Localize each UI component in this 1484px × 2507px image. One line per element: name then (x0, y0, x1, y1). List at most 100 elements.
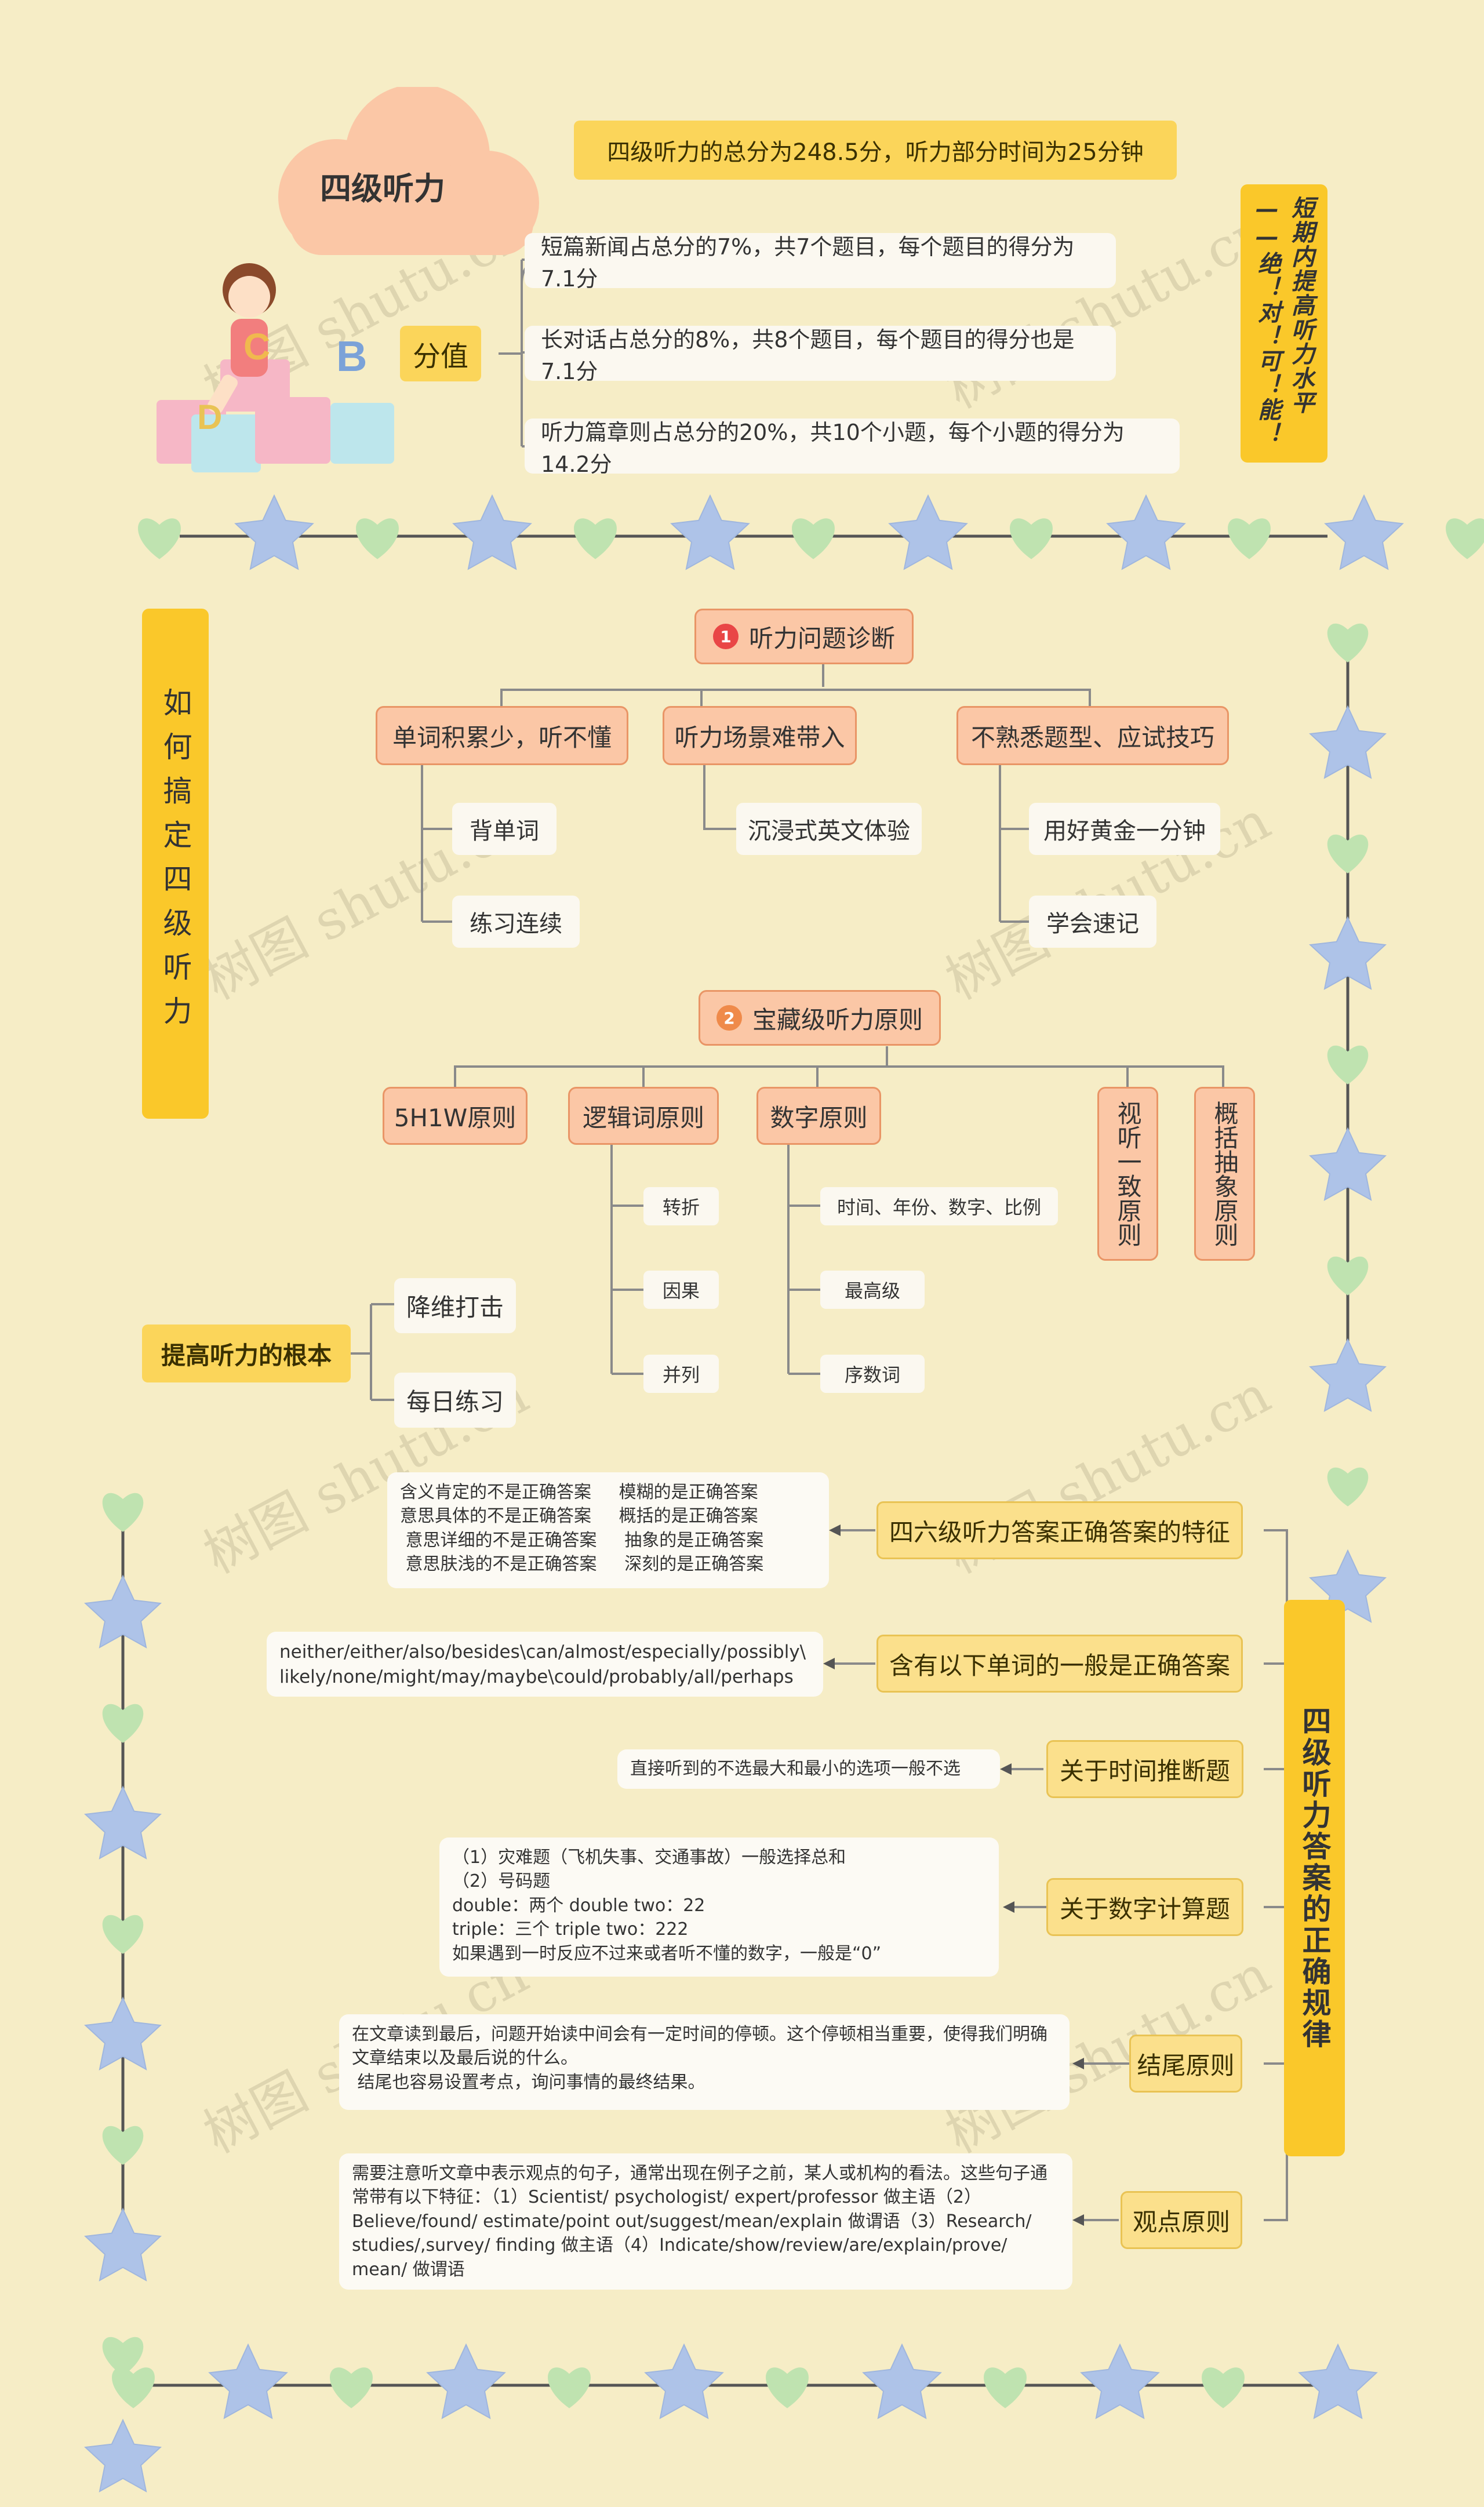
rule-label: 关于数字计算题 (1046, 1878, 1243, 1936)
score-item: 短篇新闻占总分的7%，共7个题目，每个题目的得分为7.1分 (525, 233, 1116, 292)
principle-branch-vertical: 概括抽象原则 (1194, 1087, 1255, 1261)
principle-branch: 5H1W原则 (383, 1087, 528, 1145)
principle-leaf: 因果 (643, 1271, 719, 1309)
heart-icon (574, 518, 617, 559)
rule-note: 直接听到的不选最大和最小的选项一般不选 (617, 1749, 1000, 1789)
star-icon (1309, 916, 1387, 990)
rule-label: 观点原则 (1121, 2191, 1242, 2249)
total-score-note: 四级听力的总分为248.5分，听力部分时间为25分钟 (574, 121, 1177, 180)
fundamental-leaf: 每日练习 (394, 1373, 516, 1428)
star-icon (1298, 2343, 1378, 2419)
principle-branch-vertical: 视听一致原则 (1097, 1087, 1158, 1261)
star-icon (888, 494, 968, 570)
rule-note: neither/either/also/besides\can/almost/e… (267, 1632, 823, 1697)
diag-branch: 单词积累少，听不懂 (376, 706, 628, 765)
star-icon (84, 2207, 162, 2282)
star-icon (452, 494, 532, 570)
score-item: 长对话占总分的8%，共8个题目，每个题目的得分也是7.1分 (525, 326, 1116, 384)
answers-side-label: 四级听力答案的正确规律 (1284, 1600, 1345, 2156)
diag-leaf: 练习连续 (452, 896, 580, 948)
principle-branch-label: 概括抽象原则 (1210, 1101, 1239, 1247)
rule-note: （1）灾难题（飞机失事、交通事故）一般选择总和 （2）号码题 double：两个… (439, 1838, 999, 1977)
star-icon (1309, 1127, 1387, 1201)
heart-icon (1327, 623, 1369, 663)
principle-leaf: 转折 (643, 1187, 719, 1225)
principle-leaf: 最高级 (820, 1271, 925, 1309)
diag-branch: 不熟悉题型、应试技巧 (956, 706, 1229, 765)
rule-label: 结尾原则 (1129, 2035, 1242, 2093)
heart-icon (1327, 834, 1369, 874)
star-icon (670, 494, 750, 570)
principle-branch: 数字原则 (756, 1087, 881, 1145)
star-icon (208, 2343, 288, 2419)
principle-leaf: 时间、年份、数字、比例 (820, 1187, 1058, 1225)
star-icon (84, 1785, 162, 1860)
heart-icon (102, 2337, 144, 2376)
star-icon (84, 2418, 162, 2493)
star-icon (644, 2343, 724, 2419)
section-side-text: 如何搞定四级听力 (158, 687, 192, 1040)
heart-icon (330, 2367, 373, 2408)
diag-leaf: 沉浸式英文体验 (736, 803, 922, 855)
slogan-box: 短期内提高听力水平——绝！对！可！能！ (1241, 184, 1327, 463)
principle-leaf: 序数词 (820, 1355, 925, 1393)
girl-with-blocks-icon: C B D (157, 263, 394, 472)
heart-icon (112, 2367, 155, 2408)
star-icon (1324, 494, 1404, 570)
page-title: 四级听力 (320, 170, 445, 207)
fundamental-leaf: 降维打击 (394, 1278, 516, 1333)
heart-icon (1446, 518, 1484, 559)
heart-icon (548, 2367, 591, 2408)
star-icon (1080, 2343, 1160, 2419)
diag-branch: 听力场景难带入 (663, 706, 857, 765)
star-icon (1106, 494, 1186, 570)
heart-icon (102, 1493, 144, 1532)
heart-icon (1327, 1467, 1369, 1507)
heart-icon (1010, 518, 1053, 559)
star-icon (84, 1574, 162, 1649)
star-icon (1309, 1338, 1387, 1412)
rule-note: 在文章读到最后，问题开始读中间会有一定时间的停顿。这个停顿相当重要，使得我们明确… (339, 2014, 1070, 2110)
cloud (226, 84, 551, 255)
heart-icon (138, 518, 181, 559)
girl-illustration: C B D (145, 255, 417, 475)
heart-icon (1327, 1045, 1369, 1085)
heart-icon (1327, 1256, 1369, 1296)
heart-icon (102, 1915, 144, 1954)
principles-root-label: 宝藏级听力原则 (752, 1005, 923, 1034)
slogan-text: 短期内提高听力水平——绝！对！可！能！ (1254, 196, 1314, 446)
star-icon (862, 2343, 942, 2419)
svg-text:B: B (336, 332, 367, 380)
heart-icon (1228, 518, 1271, 559)
diag-leaf: 背单词 (452, 803, 556, 855)
diag-leaf: 学会速记 (1029, 896, 1156, 948)
rule-label: 四六级听力答案正确答案的特征 (876, 1501, 1243, 1559)
score-label: 分值 (400, 326, 481, 381)
diag-root: 1 听力问题诊断 (694, 609, 914, 664)
svg-text:D: D (197, 398, 222, 436)
heart-icon (792, 518, 835, 559)
number-badge: 2 (716, 1005, 742, 1031)
number-badge: 1 (712, 624, 739, 649)
section-side-label: 如何搞定四级听力 (142, 609, 209, 1119)
cloud-shape (278, 84, 539, 255)
answers-side-text: 四级听力答案的正确规律 (1297, 1706, 1332, 2050)
rule-label: 关于时间推断题 (1046, 1740, 1243, 1798)
rule-label: 含有以下单词的一般是正确答案 (876, 1635, 1243, 1693)
rule-note: 需要注意听文章中表示观点的句子，通常出现在例子之前，某人或机构的看法。这些句子通… (339, 2153, 1072, 2290)
diag-leaf: 用好黄金一分钟 (1029, 803, 1220, 855)
heart-icon (356, 518, 399, 559)
heart-icon (102, 1704, 144, 1743)
principle-leaf: 并列 (643, 1355, 719, 1393)
svg-text:C: C (243, 326, 270, 368)
star-icon (84, 1996, 162, 2071)
star-icon (234, 494, 314, 570)
fundamental-label: 提高听力的根本 (142, 1325, 351, 1382)
principles-root: 2 宝藏级听力原则 (699, 990, 941, 1046)
star-icon (426, 2343, 506, 2419)
principle-branch-label: 视听一致原则 (1114, 1101, 1142, 1247)
star-icon (1309, 705, 1387, 779)
heart-icon (766, 2367, 809, 2408)
heart-icon (1202, 2367, 1245, 2408)
